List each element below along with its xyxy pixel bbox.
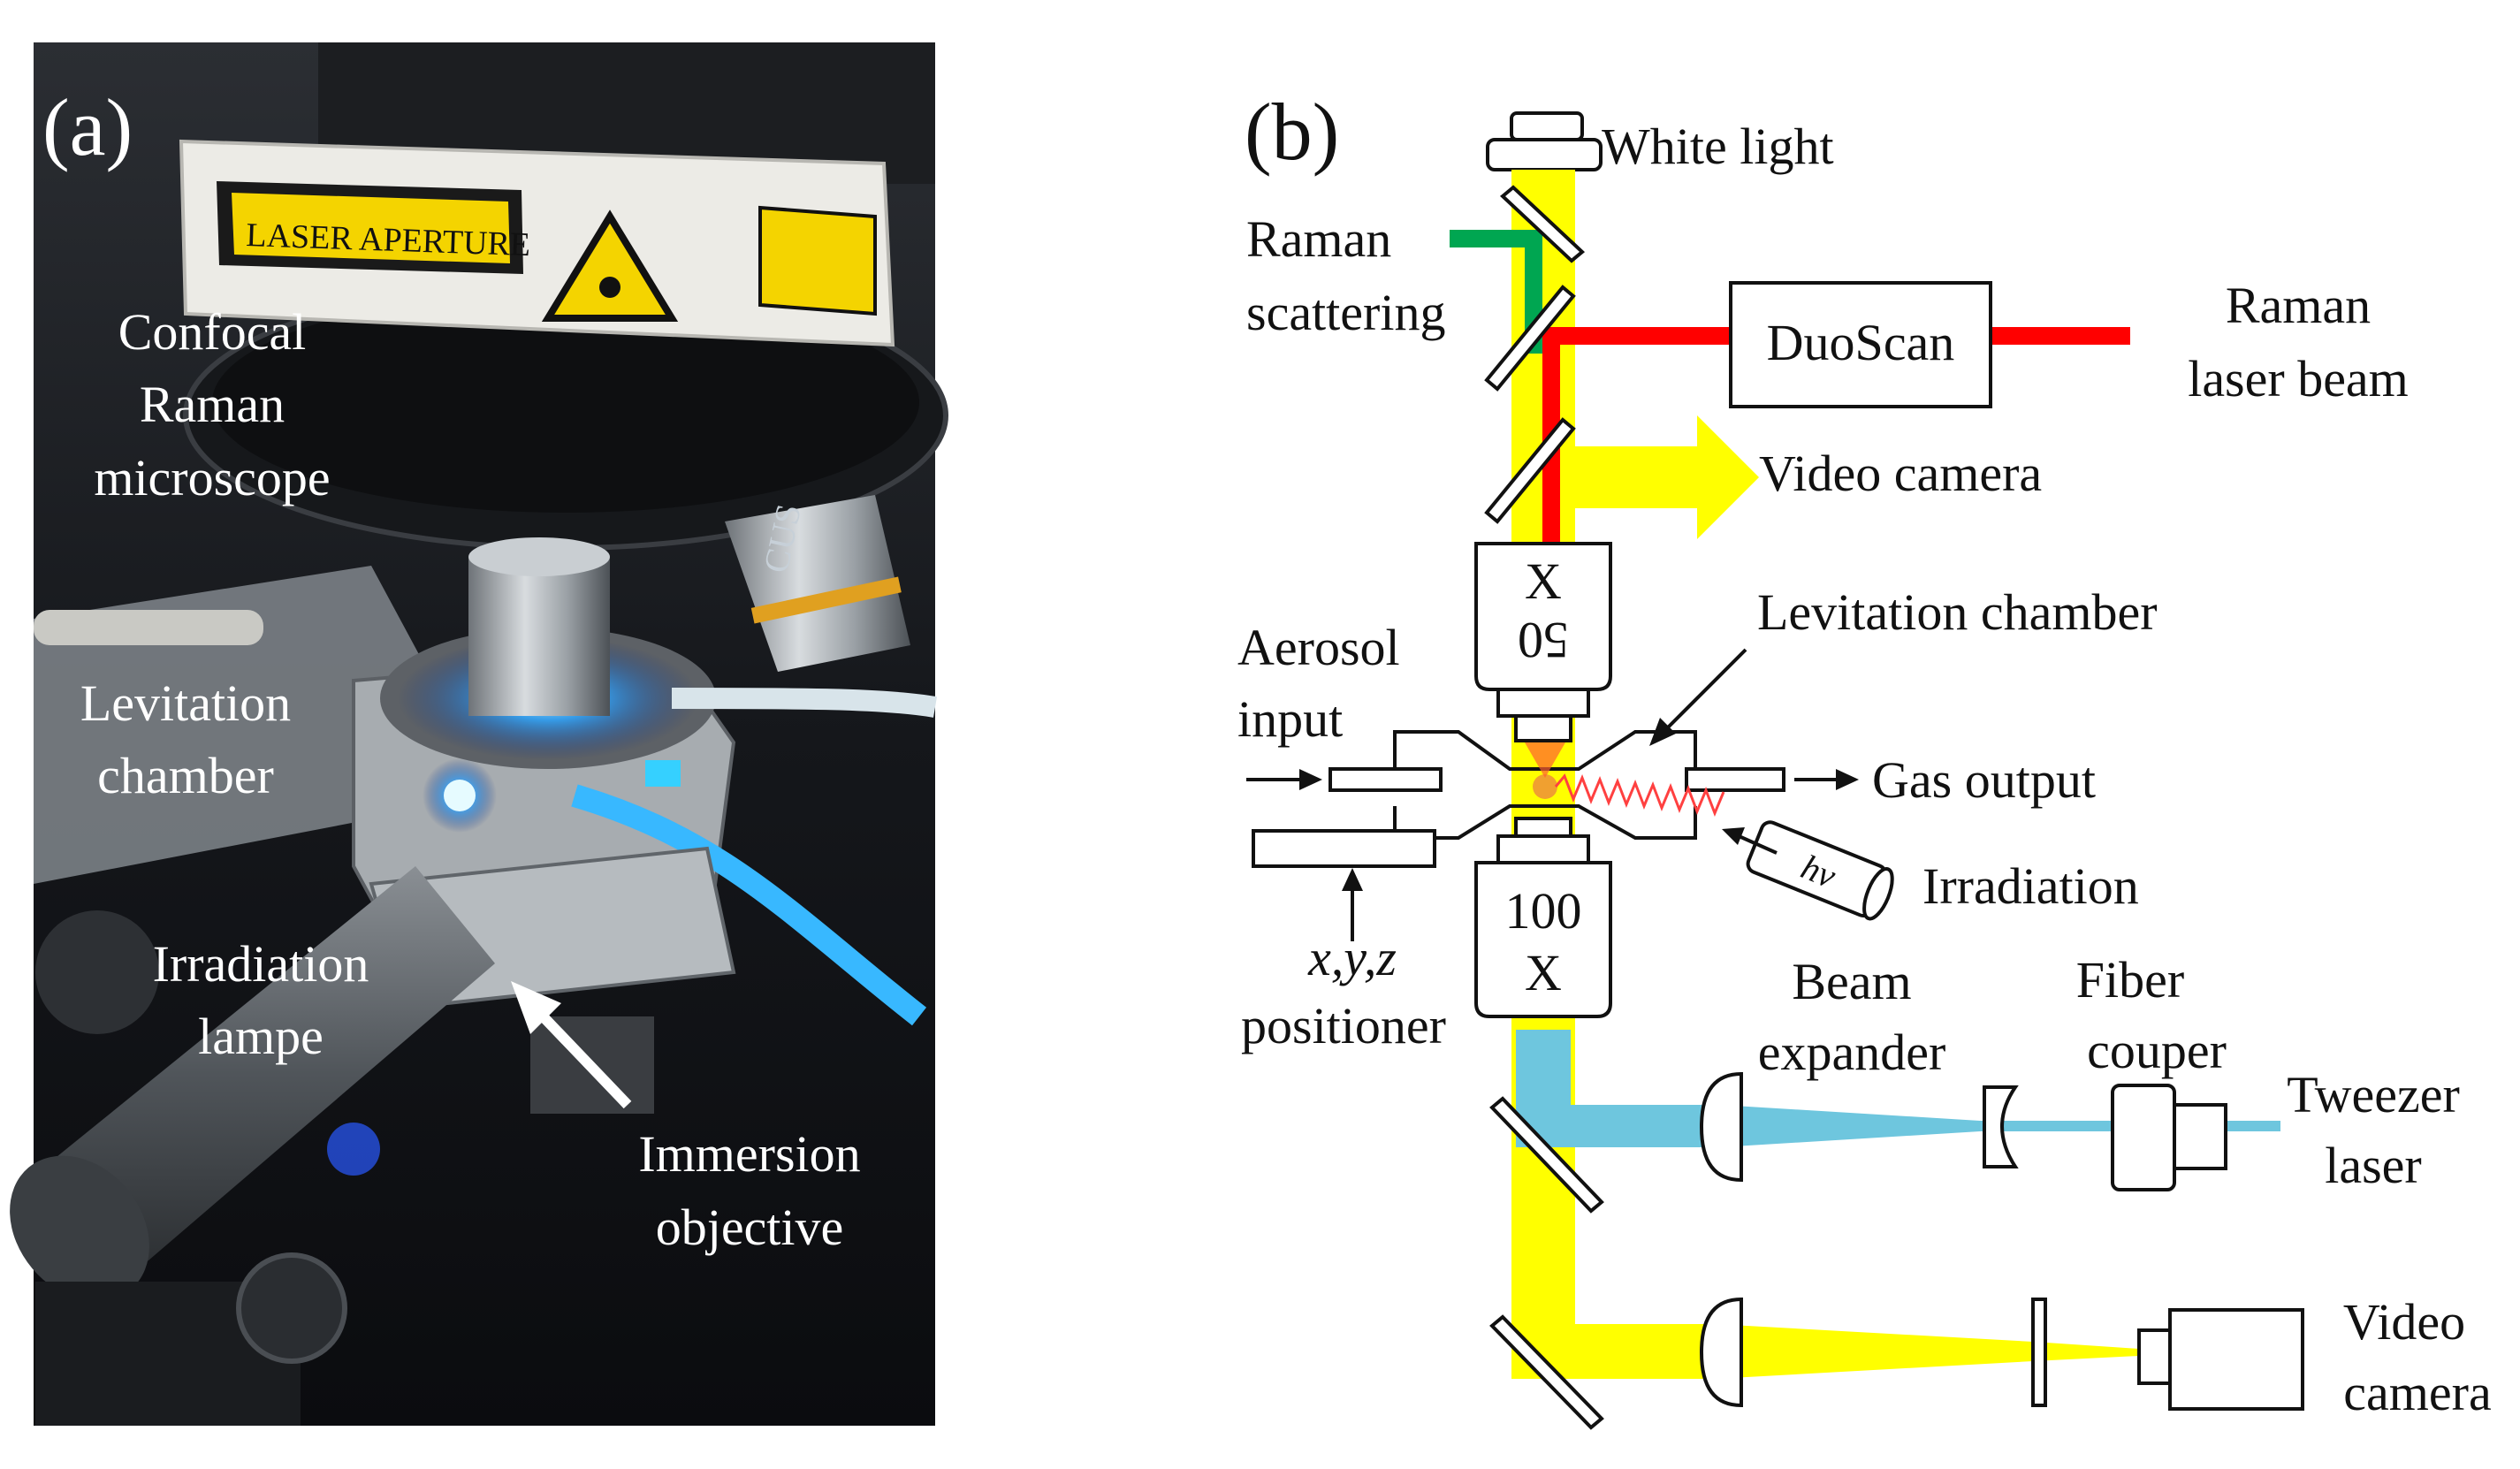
raman-scattering-beam: [1450, 230, 1542, 354]
filter-plate: [2031, 1298, 2047, 1407]
tweezer-line-1: Tweezer: [2287, 1066, 2460, 1123]
tweezer-beam-vertical: [1516, 1030, 1571, 1105]
video-camera-top-label: Video camera: [1759, 445, 2042, 502]
cable-left: [34, 610, 263, 645]
panel-a-photo: LASER APERTURE CUS: [10, 42, 948, 1426]
mirror-5: [1489, 1314, 1604, 1430]
levitation-chamber: [1252, 730, 1785, 868]
beam-expander-lens: [1699, 1071, 1743, 1183]
mirror-2: [1484, 285, 1576, 392]
mirror-1: [1499, 185, 1586, 263]
turret-inner: [212, 292, 919, 513]
confocal-label: Confocal Raman microscope: [94, 303, 330, 506]
white-tubing: [671, 688, 938, 718]
tweezer-cone: [1719, 1105, 1980, 1147]
raman-laser-path: [1542, 327, 1731, 548]
objective-top-mag: 50: [1518, 612, 1569, 669]
levitation-line-1: Levitation: [80, 674, 291, 732]
immersion-objective-body: [468, 557, 610, 716]
video-camera-bottom-line-1: Video: [2343, 1293, 2465, 1351]
aerosol-line-1: Aerosol: [1237, 619, 1400, 676]
confocal-line-1: Confocal: [118, 303, 307, 361]
levitation-line-2: chamber: [97, 747, 274, 804]
levitation-chamber-arrowhead: [1649, 718, 1676, 746]
immersion-label: Immersion objective: [638, 1125, 860, 1256]
mirror-4: [1489, 1096, 1604, 1214]
concave-lens: [1983, 1085, 2019, 1168]
beam-expander-line-1: Beam: [1792, 953, 1911, 1010]
fiber-line-1: Fiber: [2076, 951, 2184, 1009]
levitation-chamber-label: Levitation chamber: [1757, 583, 2158, 641]
levitation-chamber-arrow: [1660, 648, 1747, 735]
positioner-arrowhead: [1342, 868, 1363, 891]
xyz-label: x,y,z: [1307, 929, 1397, 986]
objective-top-x: X: [1525, 552, 1562, 610]
objective-bottom-mag: 100: [1505, 882, 1582, 940]
raman-scattering-line-1: Raman: [1246, 210, 1391, 268]
irradiation-label: Irradiation: [1922, 857, 2139, 915]
irradiation-arrow: [1736, 833, 1778, 855]
levitation-label: Levitation chamber: [80, 674, 291, 804]
gas-output-label: Gas output: [1872, 751, 2096, 809]
beam-expander-line-2: expander: [1758, 1024, 1946, 1081]
gas-output-arrowhead: [1836, 769, 1859, 790]
objective-top: X 50: [1474, 542, 1612, 742]
duoscan-box: [1729, 281, 1992, 408]
video-camera-arrow: [1575, 415, 1759, 539]
warning-label: [758, 205, 877, 316]
irradiation-line-1: Irradiation: [153, 935, 369, 993]
confocal-line-3: microscope: [94, 449, 330, 506]
positioner-label: positioner: [1241, 997, 1446, 1054]
droplet: [1533, 774, 1557, 799]
objective-bottom: 100 X: [1474, 817, 1612, 1018]
irradiation-arrowhead: [1722, 827, 1745, 845]
aerosol-line-2: input: [1237, 690, 1343, 748]
blue-tubing: [571, 784, 927, 1026]
camera-lens: [1699, 1297, 1743, 1408]
knob-bottom: [236, 1252, 347, 1364]
white-light-source: [1486, 111, 1603, 171]
irradiation-lamp: [10, 866, 495, 1302]
duoscan-label: DuoScan: [1767, 314, 1955, 371]
mirror-3: [1484, 417, 1576, 524]
blue-light-spot: [327, 1123, 380, 1176]
video-camera-bottom: [2137, 1308, 2304, 1411]
raman-scattering-line-2: scattering: [1246, 284, 1445, 341]
objective-bottom-x: X: [1525, 944, 1562, 1001]
irradiation-line-2: lampe: [198, 1008, 324, 1065]
knob-left: [35, 910, 159, 1034]
tweezer-beam-horizontal: [1516, 1105, 1719, 1147]
panel-a-tag: (a): [42, 82, 133, 172]
raman-laser-line-1: Raman: [2226, 277, 2371, 334]
video-camera-bottom-line-2: camera: [2343, 1364, 2491, 1421]
panel-b-tag: (b): [1245, 87, 1339, 177]
laser-aperture-box: LASER APERTURE: [179, 139, 895, 347]
irradiation-lamp-label: Irradiation lampe: [153, 935, 369, 1065]
laser-warning-icon: [541, 209, 679, 322]
aerosol-arrowhead: [1299, 769, 1322, 790]
fiber-coupler: [2111, 1084, 2227, 1191]
immersion-line-2: objective: [656, 1199, 844, 1256]
panel-b-schematic: (b) White light: [1237, 87, 2492, 1430]
focused-laser-cone: [1525, 742, 1565, 778]
irradiation-source: hv: [1746, 820, 1894, 921]
yellow-focus-cone: [1715, 1324, 2033, 1379]
tweezer-line-2: laser: [2325, 1137, 2422, 1194]
immersion-arrow: [526, 999, 632, 1109]
fiber-line-2: couper: [2087, 1022, 2227, 1079]
white-light-label: White light: [1602, 118, 1834, 175]
mirrors: [1484, 185, 1604, 1430]
immersion-arrow-head: [511, 981, 561, 1034]
irradiation-wave: [1554, 773, 1725, 818]
immersion-line-1: Immersion: [638, 1125, 860, 1183]
raman-laser-line-2: laser beam: [2188, 350, 2409, 407]
confocal-line-2: Raman: [140, 376, 285, 433]
